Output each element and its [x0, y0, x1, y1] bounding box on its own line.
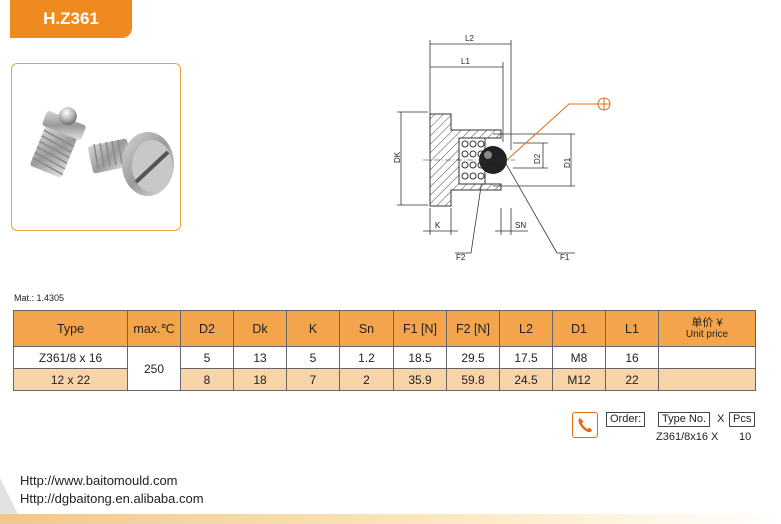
dim-label-sn: SN	[515, 221, 526, 230]
alibaba-link[interactable]: Http://dgbaitong.en.alibaba.com	[20, 491, 204, 506]
pcs-label: Pcs	[729, 412, 756, 427]
table-row: Z361/8 x 16 250 5 13 5 1.2 18.5 29.5 17.…	[13, 346, 756, 391]
table-header-row: Type max.℃ D2 Dk K Sn F1 [N] F2 [N] L2 D…	[13, 310, 756, 347]
footer-links: Http://www.baitomould.com Http://dgbaito…	[20, 472, 204, 508]
dim-label-k: K	[435, 221, 441, 230]
order-label: Order:	[606, 412, 646, 427]
cell-f2: 29.5	[446, 346, 500, 369]
cell-l1: 16	[605, 346, 659, 369]
cell-sn: 2	[339, 368, 394, 391]
cell-dk: 18	[233, 368, 287, 391]
ball-plunger-photo-icon	[30, 107, 174, 196]
product-photo	[11, 63, 181, 231]
col-l1: L1	[605, 310, 659, 347]
cell-type: Z361/8 x 16	[13, 346, 128, 369]
dim-label-f2: F2	[456, 253, 466, 262]
type-no-label: Type No.	[658, 412, 711, 427]
product-code: H.Z361	[43, 9, 99, 28]
material-note: Mat.: 1.4305	[14, 293, 65, 303]
cell-d2: 8	[180, 368, 234, 391]
technical-drawing: L2 L1 DK D2 D1 K SN F2 F1	[383, 30, 623, 270]
col-max-temp: max.℃	[127, 310, 181, 347]
cell-d2: 5	[180, 346, 234, 369]
multiply-sign: X	[717, 413, 725, 425]
product-code-badge: H.Z361	[10, 0, 132, 38]
order-quantity: 10	[739, 431, 752, 443]
cell-max-temp: 250	[127, 346, 181, 391]
cell-f1: 35.9	[393, 368, 447, 391]
cell-l2: 24.5	[499, 368, 553, 391]
website-link[interactable]: Http://www.baitomould.com	[20, 473, 178, 488]
dim-label-d2: D2	[533, 153, 542, 164]
col-f2: F2 [N]	[446, 310, 500, 347]
cell-l1: 22	[605, 368, 659, 391]
col-k: K	[286, 310, 340, 347]
table-row: 12 x 22 8 18 7 2 35.9 59.8 24.5 M12 22	[13, 368, 756, 391]
cell-k: 7	[286, 368, 340, 391]
dim-label-l1: L1	[461, 57, 470, 66]
cell-l2: 17.5	[499, 346, 553, 369]
order-section: Order: Type No. X Pcs Z361/8x16 X 10	[572, 409, 762, 449]
cell-type: 12 x 22	[13, 368, 128, 391]
col-sn: Sn	[339, 310, 394, 347]
spec-table: Type max.℃ D2 Dk K Sn F1 [N] F2 [N] L2 D…	[13, 310, 756, 391]
dim-label-d1: D1	[563, 157, 572, 168]
col-l2: L2	[499, 310, 553, 347]
cell-f2: 59.8	[446, 368, 500, 391]
footer-bar	[0, 514, 781, 524]
cell-price	[658, 346, 756, 369]
decorative-triangle	[0, 478, 18, 514]
cell-price	[658, 368, 756, 391]
cell-k: 5	[286, 346, 340, 369]
col-dk: Dk	[233, 310, 287, 347]
col-unit-price: 单价 ¥ Unit price	[658, 310, 756, 347]
dim-label-dk: DK	[393, 151, 402, 163]
cell-sn: 1.2	[339, 346, 394, 369]
cell-dk: 13	[233, 346, 287, 369]
cell-f1: 18.5	[393, 346, 447, 369]
col-d1: D1	[552, 310, 606, 347]
dim-label-l2: L2	[465, 34, 474, 43]
order-example: Z361/8x16 X	[656, 431, 719, 443]
dim-label-f1: F1	[560, 253, 570, 262]
unit-price-en: Unit price	[685, 329, 729, 340]
col-type: Type	[13, 310, 128, 347]
cell-d1: M8	[552, 346, 606, 369]
col-f1: F1 [N]	[393, 310, 447, 347]
col-d2: D2	[180, 310, 234, 347]
unit-price-zh: 单价 ¥	[691, 317, 723, 329]
phone-icon[interactable]	[572, 412, 598, 438]
cell-d1: M12	[552, 368, 606, 391]
